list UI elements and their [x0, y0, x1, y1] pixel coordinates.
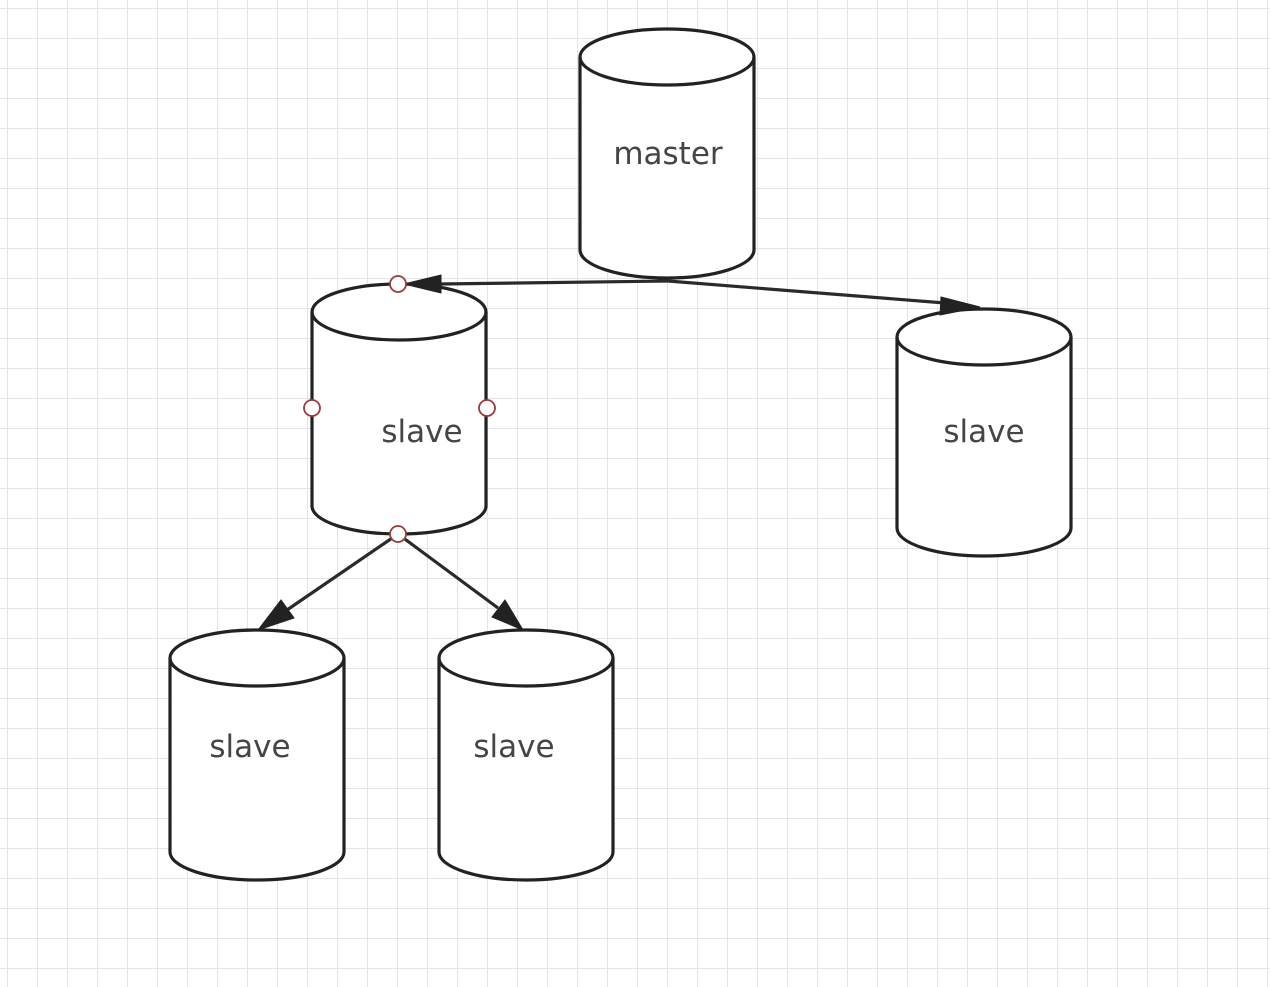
- edge-master-to-slave-left-line: [439, 279, 669, 286]
- edge-master-to-slave-right-arrow: [939, 296, 981, 316]
- slave-node-bottom-left[interactable]: slave: [168, 628, 346, 882]
- slave-node-bottom-left-rim: [168, 657, 346, 688]
- connection-handle-top[interactable]: [389, 275, 407, 293]
- slave-node-bottom-right-rim: [437, 657, 615, 688]
- edge-slave-left-to-bottom-left-arrow: [256, 599, 295, 631]
- master-node-rim: [578, 56, 756, 87]
- slave-node-right-rim: [895, 336, 1073, 367]
- edge-master-to-slave-right-line: [667, 279, 946, 305]
- connection-handle-bottom[interactable]: [389, 525, 407, 543]
- selection-handles: [303, 275, 496, 543]
- slave-node-bottom-right[interactable]: slave: [437, 628, 615, 882]
- master-node-body: [578, 27, 756, 280]
- edge-master-to-slave-right[interactable]: [667, 279, 981, 316]
- edge-master-to-slave-left[interactable]: [403, 274, 669, 294]
- slave-node-left-body: [310, 282, 488, 536]
- slave-node-bottom-left-body: [168, 628, 346, 882]
- edge-slave-left-to-bottom-right-arrow: [491, 599, 525, 632]
- slave-node-left[interactable]: slave: [310, 282, 488, 536]
- edge-slave-left-to-bottom-left[interactable]: [256, 532, 399, 631]
- slave-node-bottom-right-label: slave: [473, 729, 554, 765]
- slave-node-left-rim: [310, 311, 488, 342]
- connection-handle-right[interactable]: [478, 399, 496, 417]
- master-node-label: master: [613, 136, 723, 172]
- slave-node-right-label: slave: [943, 414, 1024, 450]
- slave-node-bottom-left-label: slave: [209, 729, 290, 765]
- edge-slave-left-to-bottom-right-line: [397, 532, 499, 610]
- master-node[interactable]: master: [578, 27, 756, 280]
- connection-handle-left[interactable]: [303, 399, 321, 417]
- edge-slave-left-to-bottom-left-line: [286, 532, 399, 612]
- edge-slave-left-to-bottom-right[interactable]: [397, 532, 525, 632]
- slave-node-left-label: slave: [381, 414, 462, 450]
- edge-master-to-slave-left-arrow: [403, 274, 442, 294]
- slave-node-bottom-right-body: [437, 628, 615, 882]
- slave-node-right[interactable]: slave: [895, 307, 1073, 558]
